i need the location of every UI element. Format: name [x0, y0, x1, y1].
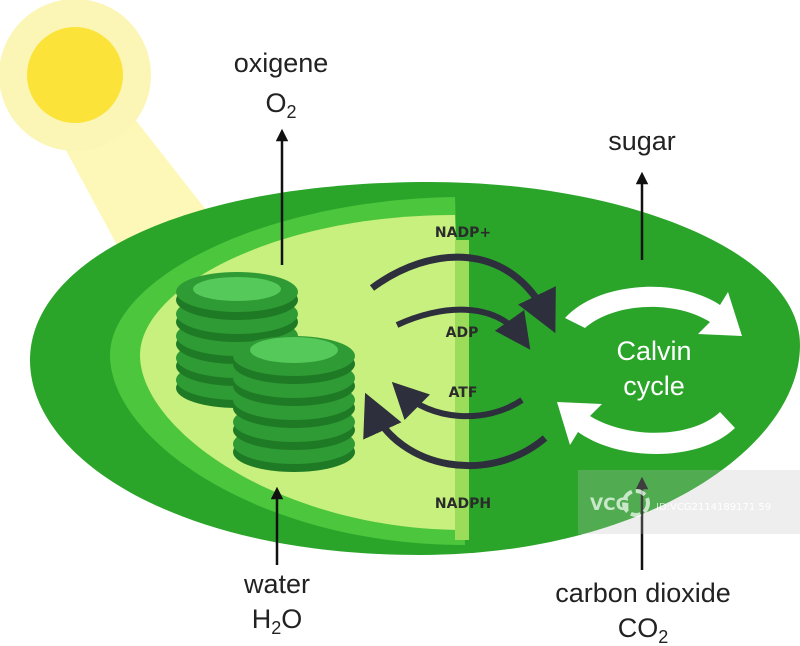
watermark-id: ID:VCG2114189171 59: [656, 502, 771, 513]
watermark: VCG ID:VCG2114189171 59: [578, 470, 800, 534]
oxygen-formula-main: O: [265, 88, 286, 118]
oxygen-formula: O2: [265, 88, 296, 122]
granum-stack-front: [233, 336, 355, 472]
nadph-label: NADPH: [435, 496, 491, 512]
watermark-logo: VCG: [590, 495, 630, 515]
calvin-cycle-label-line2: cycle: [623, 371, 685, 401]
co2-formula: CO2: [618, 613, 669, 646]
oxygen-label: oxigene: [234, 48, 329, 78]
water-formula-h: H: [252, 604, 272, 634]
atf-label: ATF: [449, 385, 478, 401]
calvin-arrow-top: [565, 286, 742, 336]
co2-formula-sub: 2: [658, 627, 668, 646]
calvin-arrow-bottom: [557, 402, 735, 455]
water-formula-o: O: [281, 604, 302, 634]
sugar-label: sugar: [608, 126, 676, 156]
watermark-logo-icon: [622, 489, 650, 517]
oxygen-formula-sub: 2: [287, 102, 297, 122]
sun-icon: [27, 27, 123, 123]
adp-label: ADP: [446, 325, 479, 341]
co2-formula-main: CO: [618, 613, 659, 643]
water-formula: H2O: [252, 604, 303, 638]
nadph-arrow: [363, 392, 548, 470]
adp-arrow: [395, 306, 531, 350]
water-label: water: [243, 569, 310, 599]
atf-arrow: [391, 381, 524, 420]
co2-label: carbon dioxide: [555, 578, 731, 608]
water-formula-sub: 2: [271, 618, 281, 638]
nadp-plus-label: NADP+: [435, 225, 491, 241]
calvin-cycle-label-line1: Calvin: [616, 336, 691, 366]
nadp-plus-arrow: [369, 253, 556, 334]
